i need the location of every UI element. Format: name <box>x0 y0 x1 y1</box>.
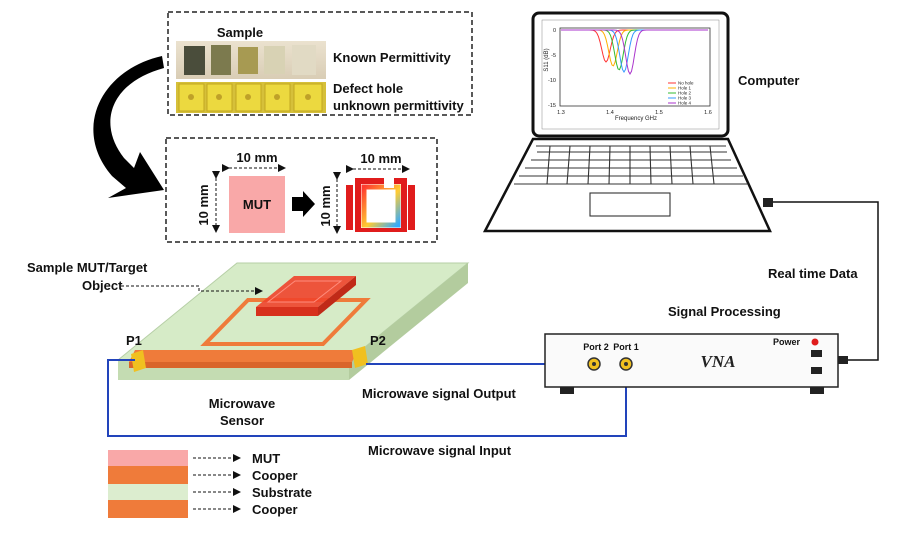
target-object-label-1: Sample MUT/Target <box>27 260 148 275</box>
plot-ytick: -10 <box>548 78 556 84</box>
legend-swatch-copper-bottom <box>108 500 188 518</box>
plot-ytick: -15 <box>548 103 556 109</box>
port1-label: P1 <box>126 333 142 348</box>
mut-width-label: 10 mm <box>236 150 277 165</box>
sample-dark-green <box>184 46 205 75</box>
plot-xtick: 1.6 <box>704 110 712 116</box>
mut-panel: 10 mm 10 mm MUT 10 mm 10 mm <box>165 137 438 243</box>
defect-samples <box>178 83 323 112</box>
plot-ylabel: S11 (dB) <box>544 48 550 71</box>
vna-title: VNA <box>701 352 736 371</box>
legend-substrate: Substrate <box>252 485 312 500</box>
s11-legend-label: Hole 4 <box>678 101 692 106</box>
mut-height-label: 10 mm <box>196 184 211 225</box>
power-led <box>811 338 819 346</box>
legend-swatch-substrate <box>108 484 188 500</box>
signal-input-label: Microwave signal Input <box>368 443 512 458</box>
sample-title: Sample <box>217 25 263 40</box>
sample-khaki <box>238 47 258 74</box>
sample-beige <box>264 46 285 74</box>
layer-legend: MUT Cooper Substrate Cooper <box>108 450 312 518</box>
port2-connector <box>352 346 368 368</box>
transform-arrow <box>292 191 315 217</box>
curved-flow-arrow <box>93 56 164 198</box>
defect-hole-label: Defect hole <box>333 81 403 96</box>
sample-olive <box>211 45 231 75</box>
legend-copper-2: Cooper <box>252 502 298 517</box>
port1-connector <box>131 350 146 372</box>
sensor-caption-2: Sensor <box>220 413 264 428</box>
power-label: Power <box>773 337 801 347</box>
target-object-label-2: Object <box>82 278 123 293</box>
data-cable <box>768 201 879 361</box>
plot-ytick: 0 <box>553 28 556 34</box>
plot-ytick: -5 <box>551 53 556 59</box>
vna-switch-2[interactable] <box>811 367 822 374</box>
vna-port1-label: Port 1 <box>613 342 639 352</box>
signal-processing-label: Signal Processing <box>668 304 781 319</box>
legend-swatch-mut <box>108 450 188 466</box>
vna-port2-label: Port 2 <box>583 342 609 352</box>
unknown-permittivity-label: unknown permittivity <box>333 98 465 113</box>
sample-light <box>292 45 316 75</box>
sample-panel: Sample Known Permittivity Defect hole un… <box>167 11 473 116</box>
legend-copper-1: Cooper <box>252 468 298 483</box>
microwave-sensor: P1 P2 <box>116 262 470 380</box>
port2-label: P2 <box>370 333 386 348</box>
laptop-base <box>482 137 772 233</box>
ring-resonator <box>200 298 371 346</box>
plot-xtick: 1.3 <box>557 110 565 116</box>
plot-xtick: 1.5 <box>655 110 663 116</box>
known-permittivity-label: Known Permittivity <box>333 50 452 65</box>
substrate-side <box>349 263 468 380</box>
vna-switch-1[interactable] <box>811 350 822 357</box>
resonator-height-label: 10 mm <box>318 185 333 226</box>
plot-xlabel: Frequency GHz <box>615 116 657 122</box>
feed-line-top <box>129 350 358 362</box>
computer-label: Computer <box>738 73 799 88</box>
s11-curve <box>561 29 708 76</box>
target-object <box>256 276 356 307</box>
legend-swatch-copper-top <box>108 466 188 484</box>
resonator-field-plot <box>346 178 415 232</box>
resonator-width-label: 10 mm <box>360 151 401 166</box>
s11-legend-label: No hole <box>678 81 694 86</box>
plot-xtick: 1.4 <box>606 110 614 116</box>
input-cable <box>107 359 627 437</box>
vna-instrument: Port 2 Port 1 VNA Power <box>544 333 848 394</box>
s11-legend-label: Hole 2 <box>678 91 692 96</box>
mut-label: MUT <box>243 197 271 212</box>
mut-square <box>229 176 285 233</box>
target-pointer-arrow <box>121 285 263 295</box>
s11-legend-label: Hole 3 <box>678 96 692 101</box>
signal-output-label: Microwave signal Output <box>362 386 517 401</box>
s11-legend-label: Hole 1 <box>678 86 692 91</box>
s11-curves <box>561 29 708 76</box>
realtime-data-label: Real time Data <box>768 266 858 281</box>
legend-mut: MUT <box>252 451 280 466</box>
sensor-caption-1: Microwave <box>209 396 275 411</box>
s11-plot: S11 (dB) Frequency GHz 0 -5 -10 -15 1.3 … <box>544 27 712 122</box>
keyboard <box>514 145 748 217</box>
